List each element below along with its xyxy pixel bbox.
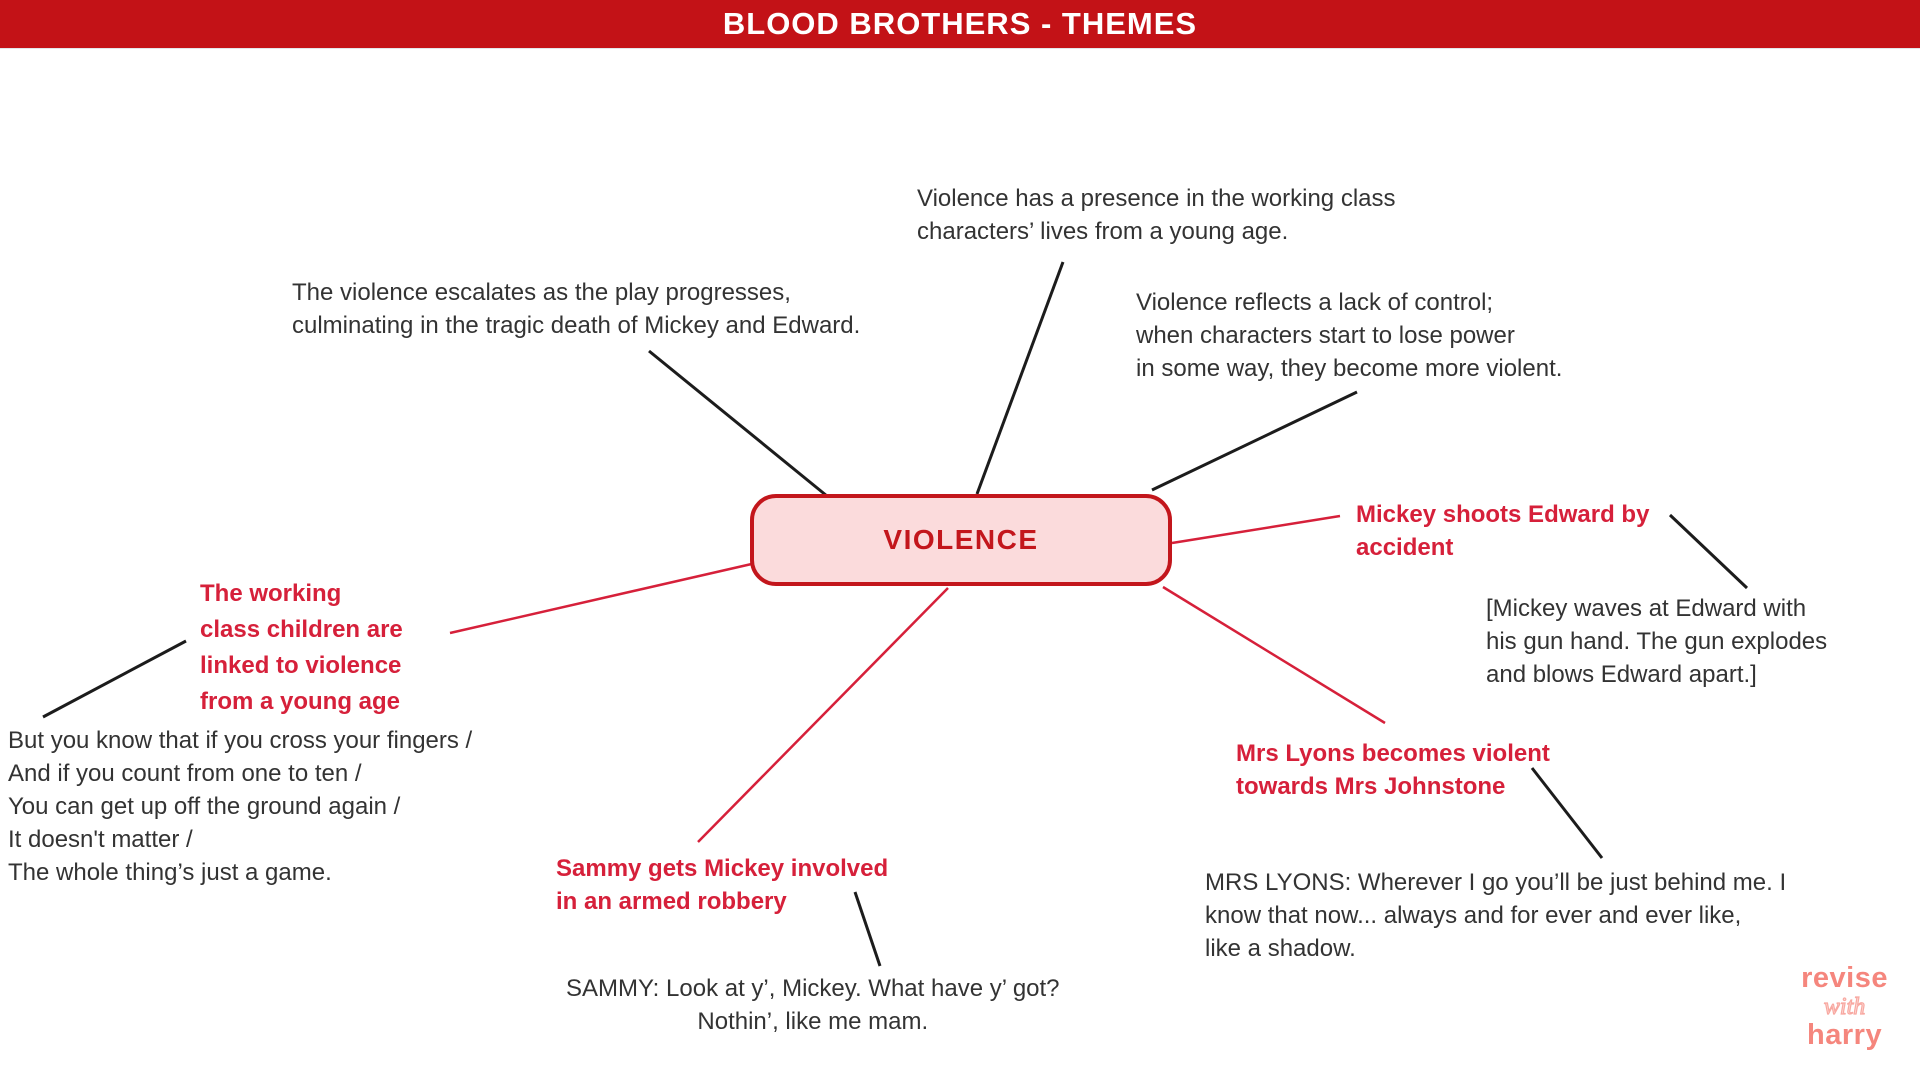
branch-label-sammy: Sammy gets Mickey involved in an armed r… (556, 855, 889, 915)
connector-mrs-lyons-to-quote (1530, 767, 1604, 859)
note-escalates: The violence escalates as the play progr… (292, 279, 861, 339)
branch-label-mrs-lyons: Mrs Lyons becomes violent towards Mrs Jo… (1236, 740, 1550, 800)
logo-word-revise: revise (1801, 962, 1888, 994)
title-banner: BLOOD BROTHERS - THEMES (0, 0, 1920, 49)
central-topic-label: VIOLENCE (883, 524, 1039, 555)
connector-working-class-to-quote (42, 639, 187, 719)
connector-node-to-control (1151, 390, 1358, 492)
note-control: Violence reflects a lack of control; whe… (1136, 289, 1563, 382)
quote-mrs-lyons: MRS LYONS: Wherever I go you’ll be just … (1205, 869, 1787, 962)
connector-mickey-shoots-to-quote (1668, 513, 1749, 590)
page-title: BLOOD BROTHERS - THEMES (722, 6, 1198, 41)
quote-working-class: But you know that if you cross your fing… (8, 727, 473, 886)
connector-node-to-sammy (697, 587, 949, 843)
quote-mickey-shoots: [Mickey waves at Edward with his gun han… (1486, 595, 1828, 688)
connector-sammy-to-quote (853, 891, 882, 967)
connector-node-to-working-class (449, 561, 757, 635)
connector-presence-to-node (975, 261, 1065, 495)
branch-label-working-class: The working class children are linked to… (200, 580, 403, 715)
logo-word-harry: harry (1807, 1019, 1883, 1051)
branch-label-mickey-shoots: Mickey shoots Edward by accident (1356, 501, 1650, 561)
connector-escalates-to-node (648, 349, 828, 498)
note-presence: Violence has a presence in the working c… (917, 185, 1396, 245)
connector-node-to-mrs-lyons (1162, 585, 1386, 725)
connector-node-to-mickey-shoots (1171, 514, 1341, 545)
quote-sammy: SAMMY: Look at y’, Mickey. What have y’ … (566, 975, 1060, 1035)
central-topic-node: VIOLENCE (750, 494, 1172, 586)
revise-with-harry-logo: revise with harry (1801, 964, 1888, 1050)
logo-word-with: with (1823, 994, 1866, 1020)
